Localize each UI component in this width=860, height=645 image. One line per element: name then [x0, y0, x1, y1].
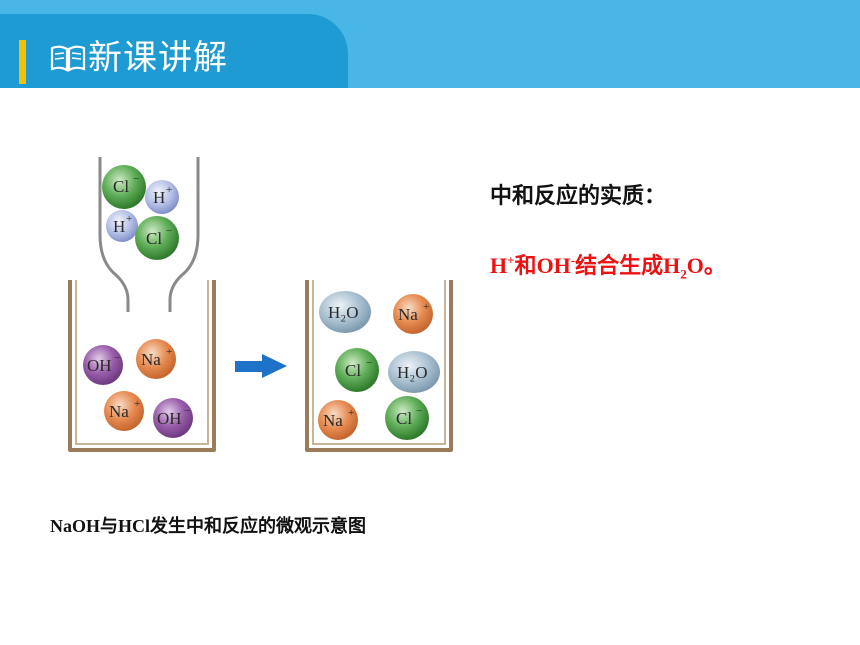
svg-text:Na: Na [323, 411, 343, 430]
svg-text:Na: Na [141, 350, 161, 369]
dropper [98, 157, 200, 312]
svg-text:OH: OH [87, 356, 112, 375]
reaction-arrow [235, 354, 287, 378]
svg-text:−: − [184, 405, 190, 417]
header-accent-bar [19, 40, 26, 84]
caption-with: 与 [100, 516, 119, 537]
svg-text:+: + [166, 184, 172, 196]
molecule-h2o: H₂O [319, 291, 371, 333]
svg-text:−: − [114, 352, 120, 364]
header-tab [0, 14, 348, 88]
svg-text:Na: Na [398, 305, 418, 324]
svg-text:−: − [416, 405, 422, 417]
ion-cl: Cl − [335, 348, 379, 392]
svg-text:H₂O: H₂O [328, 303, 358, 322]
svg-text:H: H [113, 217, 125, 236]
ion-cl: Cl − [102, 165, 146, 209]
beaker-left [68, 280, 216, 452]
book-icon [50, 45, 86, 72]
formula-combine: 结合生成 [575, 254, 664, 279]
formula-oh-charge: - [570, 252, 576, 268]
essence-formula: H+和OH-结合生成H2O。 [490, 248, 726, 282]
svg-text:+: + [126, 213, 132, 225]
ion-h: H + [145, 180, 179, 214]
molecule-h2o: H₂O [388, 351, 440, 393]
formula-oh: OH [536, 253, 571, 278]
formula-and: 和 [514, 254, 537, 279]
svg-text:+: + [348, 407, 354, 419]
svg-text:OH: OH [157, 409, 182, 428]
formula-end: 。 [703, 254, 726, 279]
ion-na: Na + [104, 391, 144, 431]
svg-text:−: − [166, 225, 172, 237]
svg-text:−: − [133, 173, 139, 185]
formula-h2o-sub: 2 [680, 266, 687, 282]
svg-text:H: H [153, 188, 165, 207]
diagram-caption: NaOH与HCl发生中和反应的微观示意图 [50, 512, 366, 538]
svg-text:−: − [366, 357, 372, 369]
caption-rest: 发生中和反应的微观示意图 [150, 516, 367, 537]
essence-title: 中和反应的实质： [490, 184, 667, 209]
svg-text:H₂O: H₂O [397, 363, 427, 382]
svg-text:+: + [423, 301, 429, 313]
svg-text:+: + [166, 346, 172, 358]
svg-text:Cl: Cl [113, 177, 129, 196]
caption-hcl: HCl [118, 516, 151, 536]
formula-h: H [490, 253, 508, 278]
svg-text:+: + [134, 398, 140, 410]
ion-h: H + [106, 210, 138, 242]
svg-text:Cl: Cl [146, 229, 162, 248]
ion-oh: OH − [153, 398, 193, 438]
ion-cl: Cl − [135, 216, 179, 260]
svg-text:Cl: Cl [396, 409, 412, 428]
ion-na: Na + [393, 294, 433, 334]
formula-h-charge: + [507, 252, 515, 268]
svg-text:Na: Na [109, 402, 129, 421]
ion-oh: OH − [83, 345, 123, 385]
beaker-right [305, 280, 453, 452]
formula-h2o-o: O [686, 253, 704, 278]
svg-text:Cl: Cl [345, 361, 361, 380]
ion-na: Na + [318, 400, 358, 440]
ion-cl: Cl − [385, 396, 429, 440]
ion-na: Na + [136, 339, 176, 379]
page-title: 新课讲解 [88, 38, 228, 78]
caption-naoh: NaOH [50, 516, 101, 536]
formula-h2o-h: H [663, 253, 681, 278]
